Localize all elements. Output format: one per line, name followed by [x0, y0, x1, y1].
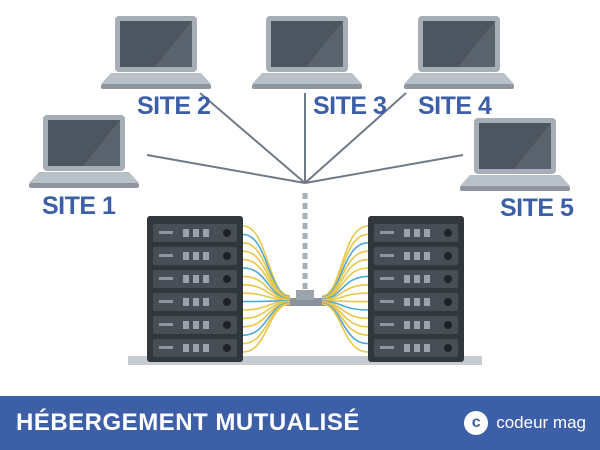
- server-unit: [374, 224, 458, 242]
- site-label-4: SITE 4: [418, 92, 492, 120]
- network-hub: [286, 290, 326, 306]
- laptop-icon-5: [460, 118, 570, 191]
- laptop-icon-4: [404, 16, 514, 89]
- server-shelf: [128, 356, 482, 365]
- server-unit: [374, 316, 458, 334]
- server-unit: [153, 247, 237, 265]
- brand[interactable]: c codeur mag: [464, 411, 586, 435]
- site-label-2: SITE 2: [137, 92, 210, 120]
- brand-name: codeur mag: [496, 413, 586, 432]
- server-cables: [242, 225, 369, 353]
- cable: [321, 303, 369, 353]
- server-unit: [153, 293, 237, 311]
- server-rack-1: [147, 216, 243, 362]
- cable: [242, 303, 291, 353]
- page-title: HÉBERGEMENT MUTUALISÉ: [16, 409, 360, 436]
- server-unit: [153, 339, 237, 357]
- cable: [321, 275, 369, 300]
- cable: [242, 233, 291, 298]
- brand-logo-icon: c: [464, 411, 489, 435]
- diagram-canvas: SITE 1 SITE 2 SITE 3 SITE 4 SITE 5: [29, 16, 575, 365]
- site-label-5: SITE 5: [500, 194, 574, 222]
- server-rack-2: [368, 216, 464, 362]
- brand-logo-letter: c: [471, 414, 481, 431]
- server-unit: [153, 270, 237, 288]
- server-unit: [153, 224, 237, 242]
- site-label-3: SITE 3: [313, 92, 386, 120]
- laptops: [29, 16, 570, 191]
- network-lines: [146, 92, 464, 184]
- laptop-icon-2: [101, 16, 211, 89]
- server-unit: [374, 247, 458, 265]
- server-unit: [374, 270, 458, 288]
- cable: [242, 275, 291, 300]
- cable: [242, 267, 291, 300]
- server-unit: [374, 339, 458, 357]
- server-unit: [153, 316, 237, 334]
- server-racks: [147, 216, 464, 362]
- server-unit: [374, 293, 458, 311]
- site-label-1: SITE 1: [42, 192, 116, 220]
- laptop-icon-1: [29, 115, 139, 188]
- cable: [321, 302, 369, 336]
- network-diagram: SITE 1 SITE 2 SITE 3 SITE 4 SITE 5: [29, 16, 575, 365]
- footer-banner: HÉBERGEMENT MUTUALISÉ c codeur mag: [0, 396, 600, 450]
- cable: [242, 242, 291, 298]
- cable: [321, 267, 369, 300]
- laptop-icon-3: [252, 16, 362, 89]
